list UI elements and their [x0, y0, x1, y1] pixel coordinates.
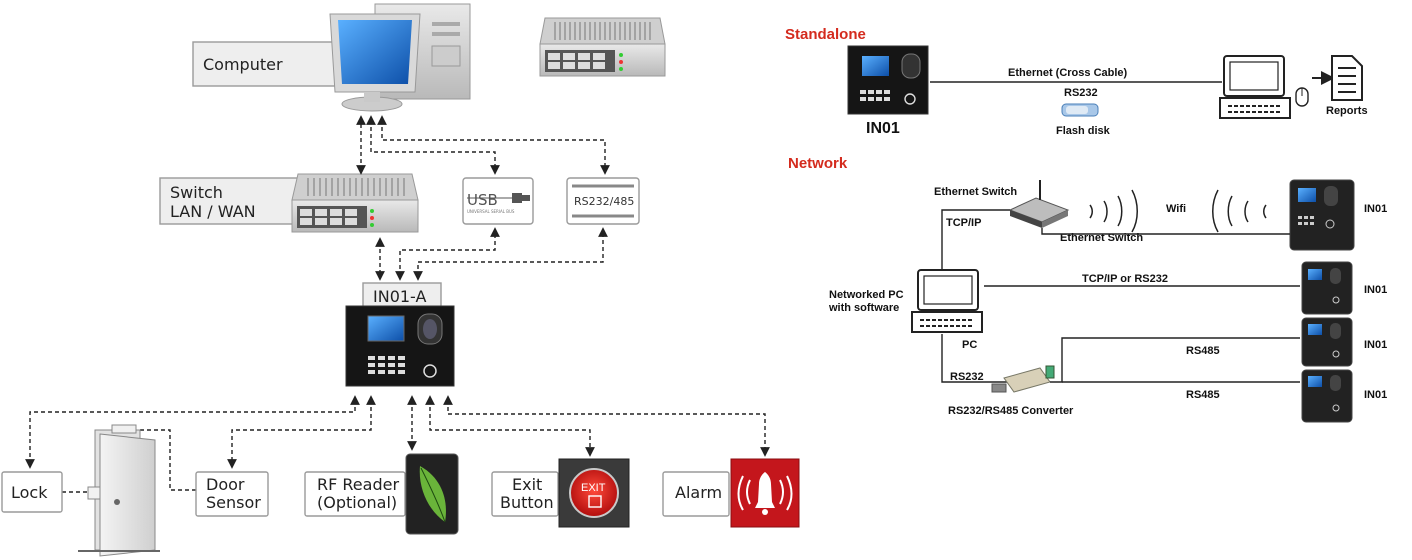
wifi-waves-right [1212, 189, 1267, 233]
switch-label-line2: LAN / WAN [170, 202, 256, 221]
alarm-node: Alarm [662, 458, 800, 528]
exit-button-icon: EXIT [558, 458, 630, 528]
door-icon [78, 424, 160, 557]
tcpip-label: TCP/IP [946, 217, 981, 229]
rf-reader-line2: (Optional) [317, 493, 397, 512]
switch-icon [291, 173, 419, 233]
lock-label: Lock [11, 483, 48, 502]
networked-pc-line2: with software [828, 302, 899, 314]
rf-reader-line1: RF Reader [317, 475, 399, 494]
network-title: Network [788, 155, 848, 172]
standalone-pc-icon [1219, 55, 1309, 119]
usb-subtext: UNIVERSAL SERIAL BUS [467, 209, 515, 214]
network-in01-wifi-device-icon [1289, 179, 1355, 251]
lock-node: Lock [1, 471, 63, 513]
computer-node: Computer [192, 3, 471, 112]
rs232-network-label: RS232 [950, 371, 984, 383]
networked-pc-line1: Networked PC [829, 289, 904, 301]
computer-label-box [192, 41, 344, 87]
in01-label-4: IN01 [1364, 389, 1387, 401]
ethernet-switch-bottom-label: Ethernet Switch [1060, 232, 1143, 244]
rs485-label-2: RS485 [1186, 389, 1220, 401]
device-label-box [362, 282, 442, 310]
rf-reader-icon [405, 453, 459, 535]
door-sensor-node: Door Sensor [195, 471, 269, 517]
network-in01-device-2-icon [1301, 261, 1353, 315]
in01-label-2: IN01 [1364, 284, 1387, 296]
alarm-bell-icon [730, 458, 800, 528]
network-in01-device-4-icon [1301, 369, 1353, 423]
exit-icon-text: EXIT [581, 482, 606, 494]
flash-disk-label: Flash disk [1056, 125, 1111, 137]
standalone-in01-device-icon [847, 45, 929, 115]
exit-line1: Exit [512, 475, 542, 494]
rf-reader-node: RF Reader (Optional) [304, 453, 459, 535]
alarm-label: Alarm [675, 483, 722, 502]
computer-label: Computer [203, 55, 283, 74]
network-in01-device-3-icon [1301, 317, 1353, 367]
switch-label-line1: Switch [170, 183, 223, 202]
switch-to-device-line [1041, 228, 1290, 235]
wifi-label: Wifi [1166, 203, 1186, 215]
in01-label-1: IN01 [1364, 203, 1387, 215]
ethernet-switch-icon [1008, 180, 1070, 228]
in01-label-3: IN01 [1364, 339, 1387, 351]
upper-connections [356, 115, 610, 281]
in01a-node: IN01-A [345, 282, 455, 387]
tcpip-line [941, 209, 1010, 270]
converter-icon [991, 365, 1055, 393]
door-sensor-line2: Sensor [206, 493, 261, 512]
flash-disk-icon [1061, 103, 1099, 117]
lower-connections [25, 395, 770, 493]
pc-label: PC [962, 339, 977, 351]
exit-button-node: Exit Button EXIT [491, 458, 630, 528]
reports-label: Reports [1326, 105, 1368, 117]
rs485-label-1: RS485 [1186, 345, 1220, 357]
standalone-rs232-label: RS232 [1064, 87, 1098, 99]
door-sensor-line1: Door [206, 475, 245, 494]
switch-icon-top [539, 17, 666, 77]
rs232-line [941, 334, 1014, 383]
switch-node: Switch LAN / WAN [159, 173, 419, 233]
wifi-waves-left [1089, 189, 1138, 233]
standalone-title: Standalone [785, 26, 866, 43]
exit-line2: Button [500, 493, 554, 512]
tcpip-rs232-label: TCP/IP or RS232 [1082, 273, 1168, 285]
reports-document-icon [1331, 55, 1363, 101]
standalone-ethernet-label: Ethernet (Cross Cable) [1008, 67, 1128, 79]
rs-node: RS232/485 [566, 177, 640, 225]
rs485-line-1 [1050, 337, 1300, 383]
ethernet-switch-top-label: Ethernet Switch [934, 186, 1017, 198]
rs-label: RS232/485 [574, 195, 634, 208]
device-label: IN01-A [373, 287, 426, 306]
computer-icon [329, 3, 471, 112]
standalone-device-label: IN01 [866, 120, 900, 137]
in01a-device-icon [345, 305, 455, 387]
usb-plug-icon [512, 193, 522, 203]
converter-label: RS232/RS485 Converter [948, 405, 1074, 417]
networked-pc-icon [911, 269, 983, 333]
switch-label-box [159, 177, 311, 225]
usb-text: USB [467, 191, 498, 209]
usb-node: USB UNIVERSAL SERIAL BUS [462, 177, 534, 225]
